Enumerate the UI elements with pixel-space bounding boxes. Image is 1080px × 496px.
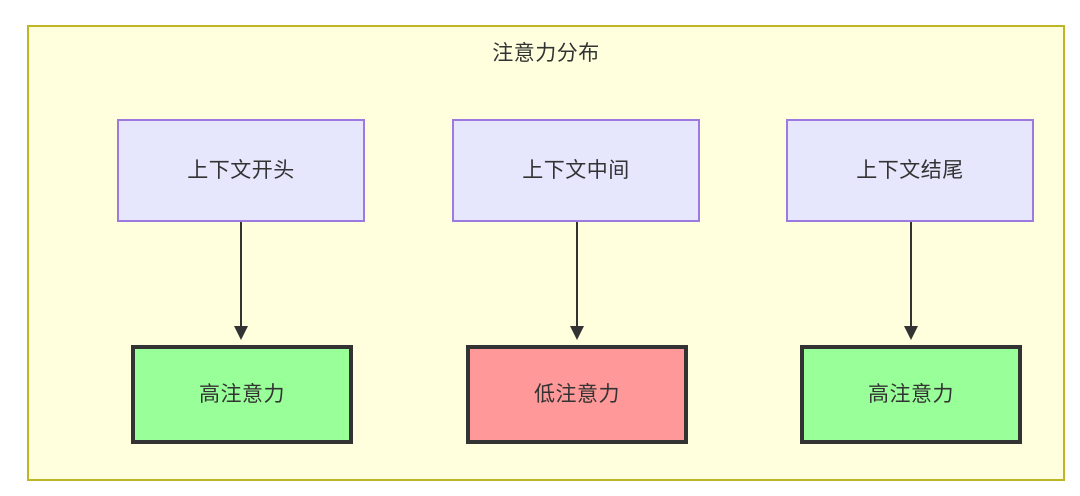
arrow-head-icon: [234, 326, 248, 340]
arrow-context-middle-to-low-attention: [570, 222, 584, 345]
node-context-end[interactable]: 上下文结尾: [786, 119, 1034, 222]
node-high-attention-start[interactable]: 高注意力: [131, 345, 353, 444]
arrow-context-start-to-high-attention: [234, 222, 248, 345]
node-label: 上下文开头: [187, 158, 295, 182]
node-high-attention-end[interactable]: 高注意力: [800, 345, 1022, 444]
node-label: 低注意力: [534, 382, 620, 406]
node-low-attention-middle[interactable]: 低注意力: [466, 345, 688, 444]
arrow-head-icon: [570, 326, 584, 340]
arrow-head-icon: [904, 326, 918, 340]
arrow-context-end-to-high-attention: [904, 222, 918, 345]
subgraph-container: 注意力分布 上下文开头 上下文中间 上下文结尾 高注意力 低: [27, 25, 1065, 481]
node-label: 高注意力: [199, 382, 285, 406]
node-label: 高注意力: [868, 382, 954, 406]
node-context-middle[interactable]: 上下文中间: [452, 119, 700, 222]
node-label: 上下文结尾: [856, 158, 964, 182]
node-label: 上下文中间: [522, 158, 630, 182]
subgraph-title: 注意力分布: [492, 42, 600, 65]
node-context-start[interactable]: 上下文开头: [117, 119, 365, 222]
arrow-shaft: [576, 222, 578, 330]
arrow-shaft: [910, 222, 912, 330]
arrow-shaft: [240, 222, 242, 330]
